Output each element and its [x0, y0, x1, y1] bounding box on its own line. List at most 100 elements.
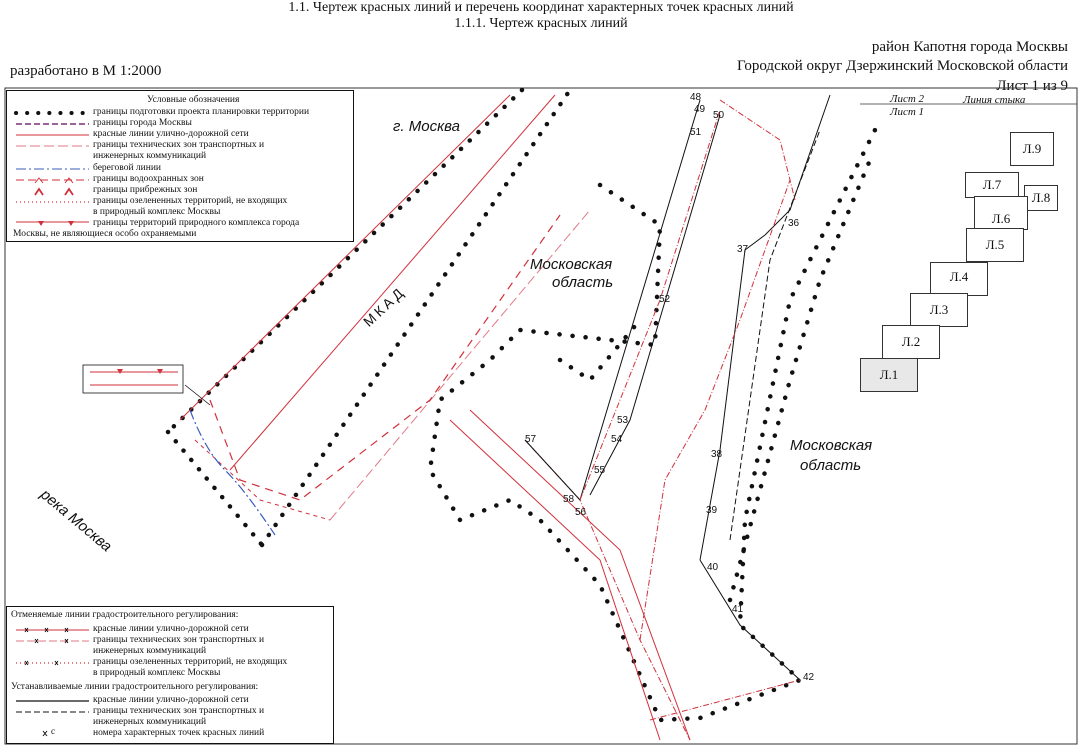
road-red-c: [524, 439, 691, 741]
tech-zone-black: [729, 129, 821, 541]
legend-item: красные линии улично-дорожной сети: [7, 129, 353, 140]
key-sheet-7[interactable]: Л.7: [965, 172, 1019, 198]
legend-symbol-chevron: [16, 177, 89, 184]
point-38: 38: [711, 449, 723, 460]
legend-point-letter: c: [51, 726, 55, 736]
boundary-dots-mo: [427, 117, 883, 723]
legend-item: красные линии улично-дорожной сети: [7, 624, 333, 635]
key-sheet-2[interactable]: Л.2: [882, 325, 940, 359]
boundary-dots-west: [165, 87, 525, 435]
boundary-dots-east2: [727, 157, 873, 603]
point-54: 54: [611, 434, 623, 445]
legend-item: границы технических зон транспортных и: [7, 635, 333, 646]
title-line-1: 1.1. Чертеж красных линий и перечень коо…: [288, 0, 794, 15]
legend-symbol-triangles: [16, 221, 89, 226]
label-moscow: г. Москва: [393, 118, 460, 135]
district-label: район Капотня города Москвы: [871, 39, 1068, 55]
legend-title: Условные обозначения: [147, 95, 240, 105]
boundary-dots-east: [259, 87, 573, 548]
point-40: 40: [707, 562, 719, 573]
leader-line: [184, 384, 211, 406]
key-sheet-6[interactable]: Л.6: [974, 196, 1028, 230]
point-50: 50: [713, 110, 725, 121]
point-52: 52: [659, 294, 671, 305]
legend-top: Условные обозначения границы подготовки …: [6, 90, 354, 242]
legend-item: в природный комплекс Москвы: [93, 207, 221, 217]
boundary-dots-inner: [557, 317, 643, 383]
legend-item: границы территорий природного комплекса …: [7, 218, 353, 229]
legend-symbol-pink: [16, 145, 89, 147]
callout-box: [82, 364, 184, 394]
label-sheet2: Лист 2: [890, 93, 925, 105]
sheet-number: Лист 1 из 9: [996, 78, 1068, 94]
legend-item: береговой линии: [7, 163, 353, 174]
legend-symbol-point: [42, 730, 48, 737]
point-41: 41: [732, 604, 744, 615]
legend-item: в природный комплекс Москвы: [93, 668, 221, 678]
red-line-1: [179, 94, 511, 421]
label-joint: Линия стыка: [963, 94, 1026, 106]
road-red-e: [639, 179, 791, 641]
label-mo-1: Московская: [530, 256, 613, 273]
legend-section-established: Устанавливаемые линии градостроительного…: [11, 682, 259, 692]
legend-symbol-purple: [16, 123, 89, 125]
legend-symbol-dotted: [16, 201, 89, 203]
legend-symbol-red: [16, 134, 89, 136]
red-line-2: [229, 94, 556, 471]
point-53: 53: [617, 415, 629, 426]
title-line-2: 1.1.1. Чертеж красных линий: [454, 16, 628, 31]
water-zone-line: [194, 439, 331, 521]
callout-triangles: [117, 369, 163, 374]
scale-label: разработано в М 1:2000: [10, 63, 162, 79]
point-58: 58: [563, 494, 575, 505]
legend-bottom: Отменяемые линии градостроительного регу…: [6, 606, 334, 744]
label-mo-2b: область: [800, 457, 862, 474]
point-51: 51: [690, 127, 702, 138]
legend-section-cancelled: Отменяемые линии градостроительного регу…: [11, 610, 239, 620]
legend-item: границы города Москвы: [7, 118, 353, 129]
label-mo-2: Московская: [790, 437, 873, 454]
point-39: 39: [706, 505, 718, 516]
legend-item: инженерных коммуникаций: [93, 151, 207, 161]
project-boundary-dots: [165, 92, 520, 430]
legend-item: границы технических зон транспортных и: [7, 706, 333, 717]
legend-item: границы прибрежных зон: [7, 185, 353, 196]
point-42: 42: [803, 672, 815, 683]
shore-line: [189, 409, 276, 536]
road-red-f: [719, 99, 796, 201]
black-line-40-42: [699, 559, 801, 681]
legend-item: красные линии улично-дорожной сети: [7, 695, 333, 706]
okrug-label: Городской округ Дзержинский Московской о…: [737, 58, 1068, 74]
legend-item: c номера характерных точек красных линий: [7, 726, 333, 739]
legend-symbol-x-pink: [16, 638, 89, 644]
legend-item: инженерных коммуникаций: [93, 646, 207, 656]
point-36: 36: [788, 218, 800, 229]
legend-symbol-x-red: [16, 627, 89, 633]
legend-item: границы озелененных территорий, не входя…: [7, 196, 353, 207]
point-57: 57: [525, 434, 537, 445]
legend-item: границы технических зон транспортных и: [7, 140, 353, 151]
legend-item: границы подготовки проекта планировки те…: [7, 107, 353, 118]
legend-symbol-black-dash: [16, 711, 89, 713]
point-55: 55: [594, 465, 606, 476]
black-line-53-55: [589, 114, 721, 496]
road-red-g: [649, 679, 801, 721]
point-49: 49: [694, 104, 706, 115]
tech-zone-line: [329, 209, 591, 521]
key-sheet-4[interactable]: Л.4: [930, 262, 988, 296]
key-sheet-5[interactable]: Л.5: [966, 228, 1024, 262]
legend-symbol-dots: [14, 111, 91, 115]
legend-symbol-x-dotted: [16, 660, 89, 666]
point-56: 56: [575, 507, 587, 518]
key-sheet-9[interactable]: Л.9: [1010, 132, 1054, 166]
legend-item: границы водоохранных зон: [7, 174, 353, 185]
key-sheet-1[interactable]: Л.1: [860, 358, 918, 392]
key-sheet-3[interactable]: Л.3: [910, 293, 968, 327]
boundary-dots-south: [165, 429, 265, 548]
key-sheet-8[interactable]: Л.8: [1024, 185, 1058, 211]
road-red-b: [469, 409, 691, 741]
point-48: 48: [690, 92, 702, 103]
label-mo-1b: область: [552, 274, 614, 291]
legend-symbol-black-solid: [16, 700, 89, 702]
